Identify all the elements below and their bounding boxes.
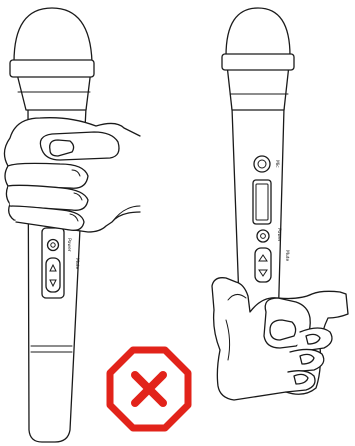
mic-ring-left bbox=[10, 60, 94, 77]
power-button-left bbox=[48, 240, 59, 251]
power-button-right bbox=[257, 230, 269, 242]
power-label-left: Power bbox=[66, 238, 72, 252]
prohibited-symbol bbox=[110, 350, 188, 428]
wrong-grip-figure: Power Mute bbox=[4, 8, 140, 442]
power-label-right: Power bbox=[276, 228, 282, 242]
mute-label-right: Mute bbox=[284, 250, 290, 261]
correct-grip-figure: Mic Power Mute bbox=[212, 8, 348, 400]
thumbnail-right bbox=[270, 320, 296, 340]
mic-ring-right bbox=[222, 54, 294, 70]
mic-logo-badge bbox=[254, 156, 270, 172]
mic-top-label: Mic bbox=[274, 160, 280, 168]
mute-label-left: Mute bbox=[74, 258, 80, 269]
mic-top-left bbox=[14, 8, 92, 62]
finger-1-left bbox=[8, 163, 88, 188]
x-mark-icon bbox=[135, 375, 163, 403]
mic-top-right bbox=[226, 8, 290, 56]
